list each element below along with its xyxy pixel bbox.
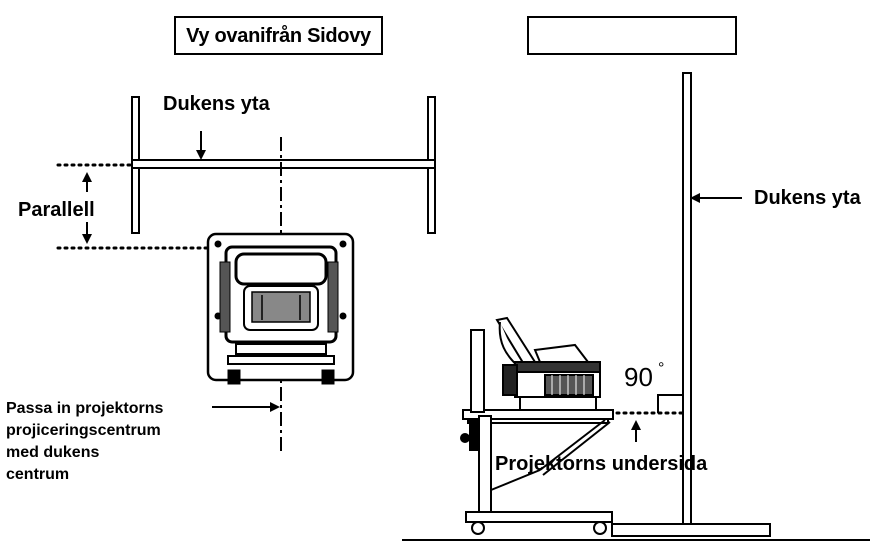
label-angle-value: 90: [624, 362, 653, 392]
top-view-title-box: Vy ovanifrån Sidovy: [174, 16, 383, 55]
label-projector-underside: Projektorns undersida: [495, 453, 708, 475]
projector-top-view: [206, 232, 355, 385]
parallel-dotted-lines: [56, 163, 214, 250]
underside-arrow: [631, 420, 641, 442]
label-screen-surface-top: Dukens yta: [163, 93, 270, 115]
label-align-center: Passa in projektorns projiceringscentrum…: [6, 400, 164, 483]
parallel-arrows: [82, 172, 92, 244]
screen-surface-arrow: [196, 131, 206, 160]
right-angle-marker: [657, 394, 683, 413]
side-screen-arrow: [690, 193, 742, 203]
top-view-screen: [131, 96, 436, 234]
label-parallel: Parallell: [18, 199, 95, 221]
side-view-title-box: [527, 16, 737, 55]
side-view-screen: [611, 72, 771, 537]
projector-cart: [460, 329, 614, 535]
label-screen-surface-side: Dukens yta: [754, 187, 861, 209]
label-degree-symbol: °: [658, 360, 665, 377]
align-center-arrow: [212, 402, 280, 412]
top-view-title: Vy ovanifrån Sidovy: [186, 25, 371, 47]
screen-surface-bar: [131, 159, 436, 169]
projector-side-view: [495, 316, 601, 411]
screen-base: [611, 523, 771, 537]
